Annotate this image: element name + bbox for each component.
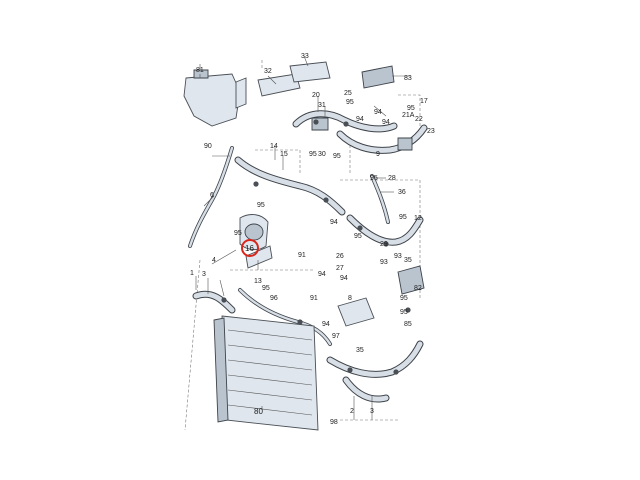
callout-95g: 95 <box>234 230 242 237</box>
callout-12: 12 <box>414 215 422 222</box>
callout-83: 83 <box>404 75 412 82</box>
cover-33 <box>289 61 331 83</box>
callout-94e: 94 <box>318 271 326 278</box>
callout-94f: 94 <box>340 275 348 282</box>
callout-94g: 94 <box>322 321 330 328</box>
callout-85: 85 <box>404 321 412 328</box>
radiator <box>213 315 319 431</box>
heater-valve-82 <box>397 265 425 295</box>
callout-94: 94 <box>356 116 364 123</box>
callout-80: 80 <box>254 407 263 416</box>
callout-21a: 21A <box>402 112 415 119</box>
callout-95f: 95 <box>257 202 265 209</box>
lower-right-hoses <box>326 340 424 403</box>
callout-95b: 95 <box>309 151 317 158</box>
callout-6: 6 <box>210 192 214 199</box>
right-hose-assembly <box>346 174 424 246</box>
callout-95c: 95 <box>333 153 341 160</box>
callout-82: 82 <box>414 285 422 292</box>
callout-25: 25 <box>344 90 352 97</box>
callout-95h: 95 <box>399 214 407 221</box>
callout-13: 13 <box>254 278 262 285</box>
callout-35b: 35 <box>356 347 364 354</box>
callout-27: 27 <box>336 265 344 272</box>
assembly-outlines <box>184 60 421 431</box>
coolant-line-14 <box>234 156 346 216</box>
upper-hose-assembly <box>292 110 428 154</box>
callout-95e: 95 <box>370 175 378 182</box>
callout-98: 98 <box>330 419 338 426</box>
callout-16: 16 <box>245 244 254 253</box>
callout-95l: 95 <box>400 309 408 316</box>
callout-94c: 94 <box>382 119 390 126</box>
leader-lines <box>195 55 394 420</box>
callout-2: 2 <box>350 408 354 415</box>
callout-96: 96 <box>270 295 278 302</box>
callout-31: 31 <box>318 102 326 109</box>
callout-1: 1 <box>190 270 194 277</box>
connector-piece <box>337 297 375 327</box>
callout-90: 90 <box>204 143 212 150</box>
callout-36: 36 <box>398 189 406 196</box>
callout-95k: 95 <box>400 295 408 302</box>
callout-20: 20 <box>312 92 320 99</box>
callout-93a: 93 <box>394 253 402 260</box>
callout-15: 15 <box>280 151 288 158</box>
callout-26: 26 <box>336 253 344 260</box>
callout-32: 32 <box>264 68 272 75</box>
highlight-ring <box>241 239 259 257</box>
callout-93b: 93 <box>380 259 388 266</box>
callout-33: 33 <box>301 53 309 60</box>
callout-14: 14 <box>270 143 278 150</box>
control-unit-83 <box>361 65 410 89</box>
callout-97: 97 <box>332 333 340 340</box>
cover-32 <box>257 73 301 97</box>
callout-95d: 95 <box>407 105 415 112</box>
callout-30: 30 <box>318 151 326 158</box>
callout-94b: 94 <box>374 109 382 116</box>
expansion-tank <box>183 64 241 127</box>
callout-3b: 3 <box>370 408 374 415</box>
callout-8: 8 <box>348 295 352 302</box>
callout-23: 23 <box>427 128 435 135</box>
callout-91b: 91 <box>310 295 318 302</box>
callout-35: 35 <box>404 257 412 264</box>
callout-95i: 95 <box>354 233 362 240</box>
callout-29: 29 <box>380 241 388 248</box>
callout-3: 3 <box>202 271 206 278</box>
callout-95: 95 <box>346 99 354 106</box>
callout-9: 9 <box>376 151 380 158</box>
callout-95j: 95 <box>262 285 270 292</box>
bracket-82 <box>235 77 247 109</box>
hose-clips <box>221 119 411 375</box>
callout-91: 91 <box>298 252 306 259</box>
callout-28: 28 <box>388 175 396 182</box>
callout-81: 81 <box>196 67 204 74</box>
callout-94d: 94 <box>330 219 338 226</box>
coolant-pipe-6 <box>188 146 234 248</box>
callout-22: 22 <box>415 116 423 123</box>
callout-17: 17 <box>420 98 428 105</box>
bracket-13 <box>245 245 273 269</box>
callout-4: 4 <box>212 257 216 264</box>
callout-labels: 81 32 33 83 20 25 31 95 94 21A 22 23 94 … <box>190 53 435 426</box>
